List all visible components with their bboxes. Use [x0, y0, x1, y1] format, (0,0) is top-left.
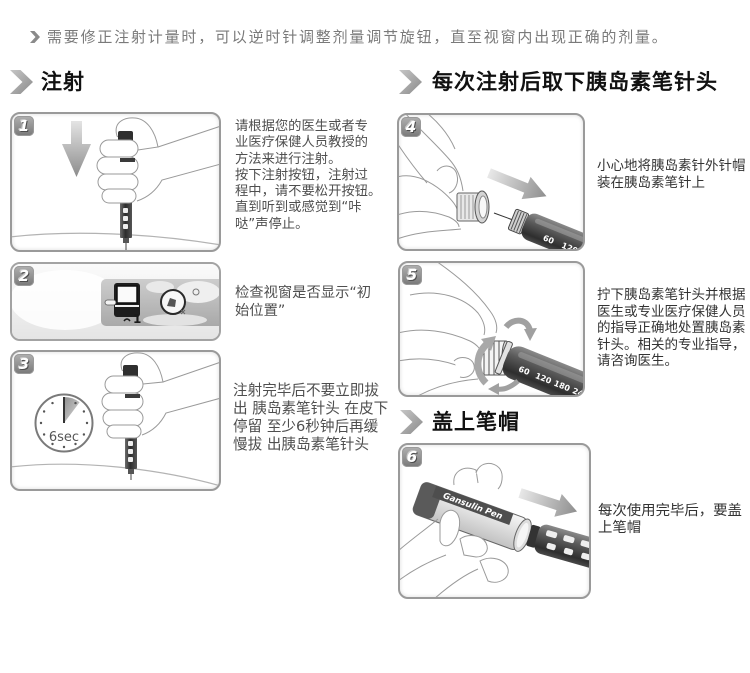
direction-arrow-icon: [518, 488, 578, 517]
step-number-badge: 4: [401, 117, 421, 137]
step-2-instructions: 检查视窗是否显示“初 始位置”: [235, 284, 371, 320]
instruction-line: 业医疗保健人员教授的: [235, 135, 368, 151]
instruction-line: 上笔帽: [598, 520, 642, 536]
insulin-pen-icon: 60 120 180 240: [494, 340, 585, 397]
instruction-line: 程中，请不要松开按钮。: [235, 184, 382, 200]
step-number-badge: 1: [14, 116, 34, 136]
instruction-line: 请咨询医生。: [597, 353, 678, 369]
instruction-line: 方法来进行注射。: [235, 151, 342, 167]
step-1-illustration: 1: [10, 112, 221, 252]
timer-label: 6sec: [49, 430, 79, 445]
step-4-illustration: 4 60 120: [397, 113, 585, 251]
step-2-illustration: 2 1: [10, 262, 221, 341]
instruction-line: 按下注射按钮，注射过: [235, 167, 368, 183]
pen-ring: [125, 394, 140, 398]
unscrew-needle-illustration: 60 120 180 240: [400, 263, 585, 397]
dose-mark: 60: [542, 233, 556, 246]
fingers-icon: [101, 375, 144, 439]
chevron-right-icon: [30, 31, 40, 43]
down-arrow-icon: [62, 121, 91, 177]
step-6-instructions: 每次使用完毕后，要盖 上笔帽: [598, 503, 742, 537]
instruction-line: 拧下胰岛素笔针头并根据: [597, 287, 746, 303]
hand-front-icon: [400, 509, 509, 597]
step-4-instructions: 小心地将胰岛素针外针帽 装在胰岛素笔针上: [597, 158, 746, 192]
section-heading-remove-needle: 每次注射后取下胰岛素笔针头: [399, 70, 739, 94]
step-number-badge: 2: [14, 266, 34, 286]
step-6-illustration: 6 Gansulin Pen: [398, 443, 591, 599]
dose-mark: 60: [517, 364, 531, 377]
dose-mark: 120: [560, 241, 579, 251]
skin-surface-line: [12, 232, 219, 246]
direction-arrow-icon: [487, 168, 547, 200]
instruction-line: 装在胰岛素笔针上: [597, 175, 705, 191]
step-1-instructions: 请根据您的医生或者专 业医疗保健人员教授的 方法来进行注射。 按下注射按钮，注射…: [235, 119, 381, 233]
section-title: 盖上笔帽: [432, 410, 520, 434]
pen-ring: [120, 158, 135, 162]
instruction-line: 每次使用完毕后，要盖: [598, 503, 742, 519]
dose-window-illustration: 1: [12, 264, 219, 339]
step-3-instructions: 注射完毕后不要立即拔 出 胰岛素笔针头 在皮下 停留 至少6秒钟后再缓 慢拔 出…: [233, 382, 388, 454]
dose-window-value: 1: [133, 312, 141, 326]
press-button-illustration: [12, 117, 219, 250]
recap-needle-illustration: 60 120: [399, 115, 583, 251]
skin-surface-line: [12, 463, 219, 487]
step-5-instructions: 拧下胰岛素笔针头并根据 医生或专业医疗保健人员 的指导正确地处置胰岛素 针头。相…: [597, 287, 746, 370]
chevron-right-icon: [400, 410, 423, 434]
step-3-illustration: 3 6sec: [10, 350, 221, 491]
needle: [493, 212, 514, 221]
step-number-badge: 6: [402, 447, 422, 467]
section-title: 注射: [41, 70, 85, 94]
instruction-line: 注射完毕后不要立即拔: [233, 382, 379, 399]
insulin-pen-icon: 60 120: [507, 208, 583, 251]
instruction-line: 小心地将胰岛素针外针帽: [597, 158, 746, 174]
pen-dose-window-icon: 1: [101, 279, 219, 326]
chevron-right-icon: [10, 70, 33, 94]
section-heading-put-on-cap: 盖上笔帽: [400, 410, 540, 434]
rotate-arrow-icon: [474, 317, 537, 395]
step-number-badge: 3: [14, 354, 34, 374]
section-title: 每次注射后取下胰岛素笔针头: [432, 70, 718, 94]
instruction-line: 的指导正确地处置胰岛素: [597, 320, 746, 336]
put-on-cap-illustration: Gansulin Pen: [400, 463, 589, 597]
instruction-line: 哒”声停止。: [235, 216, 309, 232]
fingers-icon: [96, 139, 139, 204]
insulin-pen-icon: [526, 524, 589, 575]
needle-cap-icon: [456, 190, 490, 224]
step-5-illustration: 5 60 120 180 240: [398, 261, 585, 397]
step-number-badge: 5: [402, 265, 422, 285]
dose-mark: 240: [571, 386, 585, 397]
instruction-line: 检查视窗是否显示“初: [235, 285, 372, 301]
hand-back-fingers-icon: [453, 463, 503, 490]
instruction-line: 出 胰岛素笔针头 在皮下: [233, 400, 389, 417]
instruction-line: 请根据您的医生或者专: [235, 119, 368, 134]
instruction-line: 停留 至少6秒钟后再缓: [233, 418, 379, 435]
section-heading-injection: 注射: [10, 70, 110, 94]
hand-icon: [400, 263, 498, 395]
hold-pen-illustration: 6sec: [12, 352, 219, 487]
instruction-line: 针头。相关的专业指导，: [597, 336, 746, 353]
instruction-line: 始位置”: [235, 303, 286, 319]
top-note-text: 需要修正注射计量时，可以逆时针调整剂量调节旋钮，直至视窗内出现正确的剂量。: [47, 28, 669, 46]
clock-timer-icon: 6sec: [34, 393, 94, 453]
instruction-line: 医生或专业医疗保健人员: [597, 303, 746, 320]
instruction-line: 直到听到或感觉到“咔: [235, 200, 362, 216]
instruction-line: 慢拔 出胰岛素笔针头: [233, 436, 369, 453]
chevron-right-icon: [399, 70, 422, 94]
